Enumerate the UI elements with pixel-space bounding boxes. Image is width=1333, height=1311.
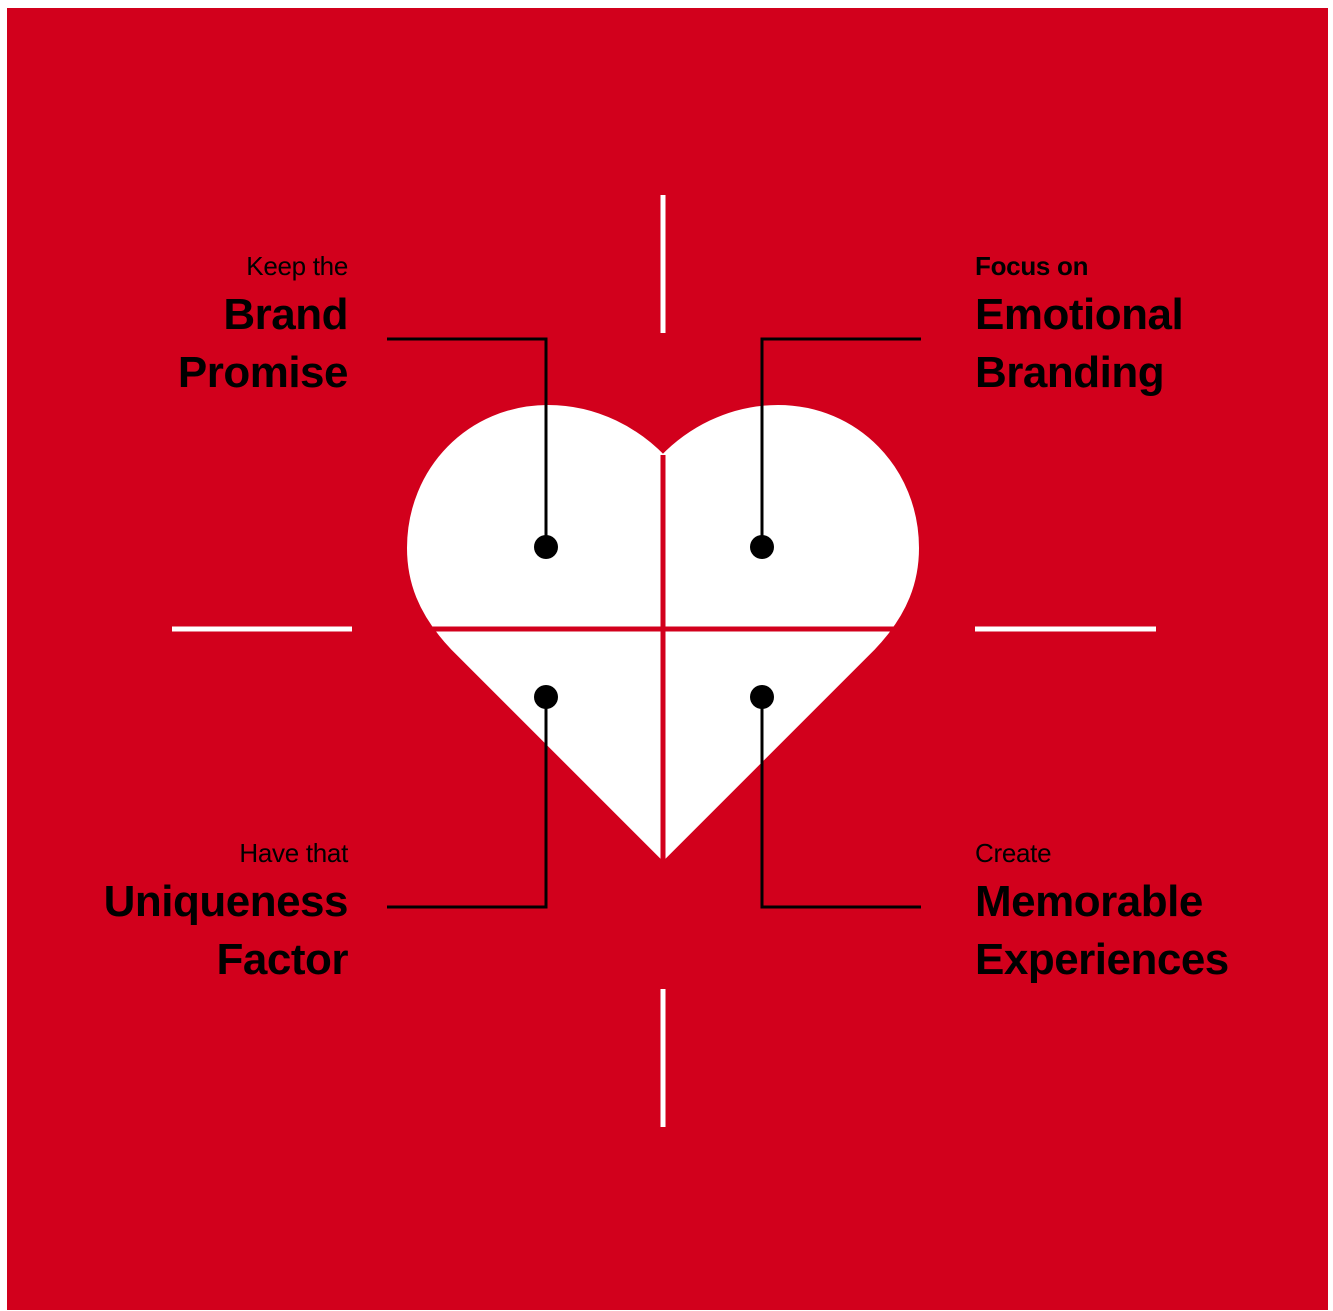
infographic-canvas: Keep the Brand Promise Focus on Emotiona… [7, 8, 1328, 1310]
label-bottom-right-line2: Experiences [975, 935, 1229, 984]
label-bottom-right-small: Create [975, 838, 1052, 868]
label-bottom-right-line1: Memorable [975, 877, 1203, 926]
label-top-right-small: Focus on [975, 251, 1089, 281]
label-top-right-line2: Branding [975, 348, 1165, 397]
dot-bottom-left [534, 685, 558, 709]
label-top-left: Keep the Brand Promise [177, 246, 349, 402]
connector-top-left [387, 337, 548, 547]
label-bottom-left-small: Have that [239, 838, 348, 868]
connector-bottom-right [760, 697, 921, 909]
label-bottom-right: Create Memorable Experiences [975, 833, 1229, 989]
label-top-left-line1: Brand [223, 290, 348, 339]
label-top-left-line2: Promise [177, 348, 349, 397]
label-top-right-line1: Emotional [975, 290, 1184, 339]
label-bottom-left-line2: Factor [216, 935, 349, 984]
dot-top-right [750, 535, 774, 559]
heart-diagram [172, 195, 1156, 1127]
label-bottom-left-line1: Uniqueness [103, 877, 349, 926]
connector-top-right [760, 337, 921, 547]
connector-bottom-left [387, 697, 548, 909]
dot-top-left [534, 535, 558, 559]
dot-bottom-right [750, 685, 774, 709]
label-top-left-small: Keep the [246, 251, 348, 281]
label-top-right: Focus on Emotional Branding [975, 246, 1184, 402]
label-bottom-left: Have that Uniqueness Factor [103, 833, 349, 989]
